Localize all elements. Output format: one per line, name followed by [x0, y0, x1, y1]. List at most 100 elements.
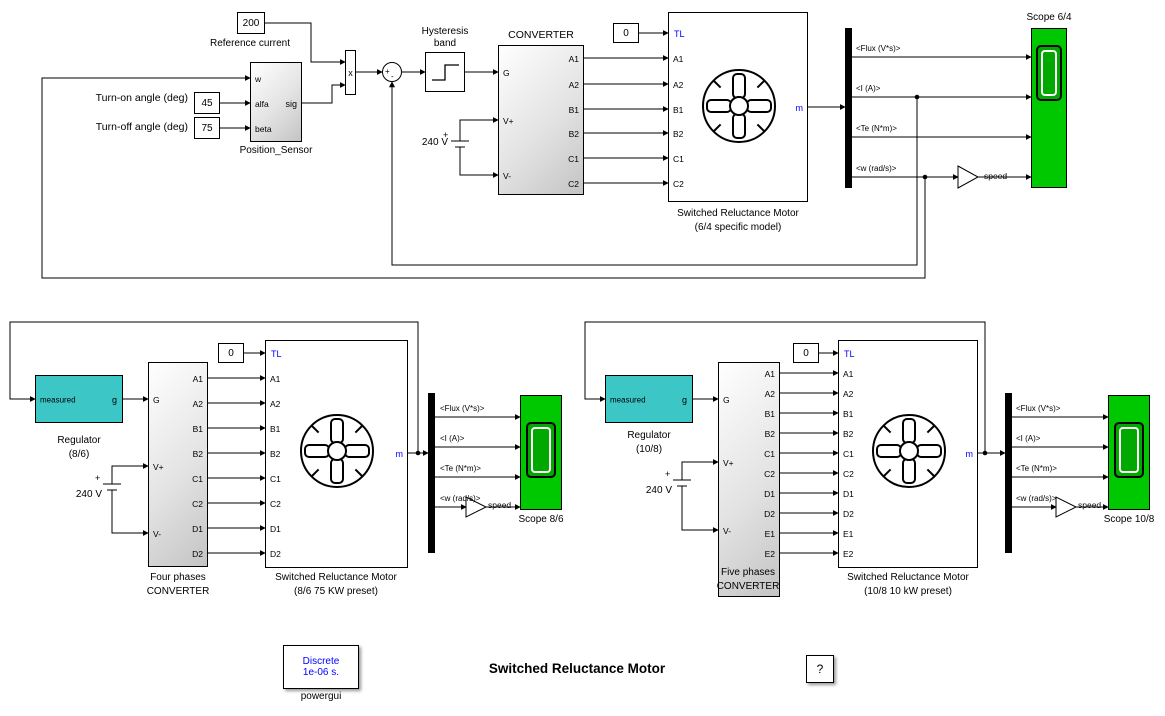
converter-title-64: CONVERTER [508, 29, 574, 41]
port-label-measured: measured [40, 395, 76, 405]
gain-block-speed-64[interactable] [957, 165, 980, 189]
dc-plus-sign: + [443, 130, 449, 140]
constant-value: 45 [201, 97, 213, 109]
srm-108-name-line1: Switched Reluctance Motor [847, 572, 969, 583]
regulator-block-86[interactable]: measured g [35, 375, 123, 423]
port-label: B2 [270, 449, 281, 459]
motor-icon [872, 414, 946, 488]
powergui-line1: Discrete [302, 656, 340, 667]
help-block[interactable]: ? [806, 655, 834, 683]
regulator-block-108[interactable]: measured g [605, 375, 693, 423]
constant-block-tl-64[interactable]: 0 [613, 23, 639, 43]
constant-block-reference-current[interactable]: 200 [237, 12, 265, 34]
port-label: E1 [843, 529, 854, 539]
port-label-sig: sig [285, 99, 297, 109]
port-label: C2 [673, 179, 684, 189]
motor-icon [702, 69, 776, 143]
signal-label: <Flux (V*s)> [1016, 404, 1061, 413]
help-question-mark: ? [816, 662, 824, 676]
converter-108-name-line1: Five phases [721, 567, 775, 578]
scope-screen-icon [1036, 45, 1062, 101]
port-label: C1 [764, 449, 775, 459]
signal-label: <Te (N*m)> [440, 464, 481, 473]
port-label: B2 [673, 129, 684, 139]
port-label: A2 [192, 399, 203, 409]
converter-108-name-line2: CONVERTER [716, 581, 780, 592]
gain-block-speed-108[interactable] [1055, 496, 1078, 518]
port-label: A1 [673, 54, 684, 64]
port-label-measured: measured [610, 395, 646, 405]
dc-source-label-108: 240 V [645, 485, 672, 496]
port-label: C2 [270, 499, 281, 509]
scope-block-64[interactable] [1031, 28, 1067, 188]
signal-label: <w (rad/s)> [1016, 494, 1057, 503]
regulator-86-name-line1: Regulator [57, 435, 101, 446]
port-label: C2 [843, 469, 854, 479]
sum-block[interactable]: + - [382, 62, 402, 82]
branch-dot [982, 450, 988, 456]
port-label: A2 [843, 389, 854, 399]
product-block[interactable]: x [345, 50, 356, 95]
signal-label: <Flux (V*s)> [856, 44, 901, 53]
port-label: B1 [568, 105, 579, 115]
constant-block-turn-off[interactable]: 75 [194, 117, 220, 139]
port-label: G [723, 395, 730, 405]
port-label: C1 [192, 474, 203, 484]
scope-label-64: Scope 6/4 [1026, 12, 1072, 23]
port-label: V- [503, 171, 512, 181]
converter-86-name-line2: CONVERTER [146, 586, 210, 597]
hysteresis-relay-block[interactable] [425, 52, 465, 92]
port-label: B1 [764, 409, 775, 419]
powergui-block[interactable]: Discrete 1e-06 s. [283, 645, 359, 689]
port-label: B2 [843, 429, 854, 439]
powergui-label: powergui [300, 691, 342, 702]
port-label: B1 [673, 105, 684, 115]
scope-block-108[interactable] [1108, 395, 1150, 510]
port-label: B2 [568, 129, 579, 139]
signal-label: <w (rad/s)> [856, 164, 897, 173]
position-sensor-label: Position_Sensor [239, 145, 313, 156]
port-label: A1 [568, 54, 579, 64]
port-label: alfa [255, 99, 269, 109]
dc-source-label-86: 240 V [75, 489, 102, 500]
scope-label-108: Scope 10/8 [1103, 514, 1155, 525]
constant-value: 0 [623, 27, 629, 39]
reference-current-label: Reference current [209, 38, 291, 49]
port-label: A1 [192, 374, 203, 384]
scope-block-86[interactable] [520, 395, 562, 510]
constant-block-tl-108[interactable]: 0 [793, 343, 819, 363]
port-label: A2 [270, 399, 281, 409]
bus-selector-86[interactable] [428, 393, 435, 553]
port-label: A2 [764, 389, 775, 399]
motor-icon [300, 414, 374, 488]
product-symbol: x [348, 67, 353, 78]
port-label: V+ [153, 462, 164, 472]
bus-selector-64[interactable] [845, 28, 852, 188]
bus-selector-108[interactable] [1005, 393, 1012, 553]
port-label: E2 [843, 549, 854, 559]
gain-block-speed-86[interactable] [465, 496, 488, 518]
sum-minus-sign: - [391, 72, 394, 81]
port-label: D1 [192, 524, 203, 534]
constant-block-turn-on[interactable]: 45 [194, 92, 220, 114]
scope-trace [531, 427, 551, 473]
signal-label: <I (A)> [1016, 434, 1041, 443]
port-label: V- [723, 526, 732, 536]
regulator-86-name-line2: (8/6) [68, 449, 90, 460]
constant-block-tl-86[interactable]: 0 [218, 343, 244, 363]
port-label: A1 [764, 369, 775, 379]
scope-screen-icon [1114, 422, 1144, 478]
wires [9, 22, 1109, 556]
port-label: A2 [673, 80, 684, 90]
port-label: C1 [568, 154, 579, 164]
